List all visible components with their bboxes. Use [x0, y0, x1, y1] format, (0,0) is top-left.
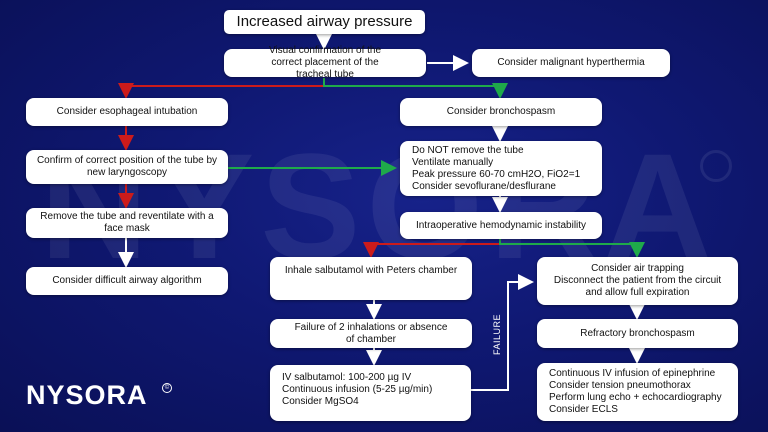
node-iv-salbutamol: IV salbutamol: 100-200 µg IV Continuous … — [270, 365, 471, 421]
epi-line-3: Perform lung echo + echocardiography — [549, 392, 722, 403]
node-bronchospasm: Consider bronchospasm — [400, 98, 602, 126]
node-inhale-salbutamol: Inhale salbutamol with Peters chamber — [270, 257, 472, 300]
arrow-iv-to-airtrapping — [471, 274, 534, 391]
arrow-instability-to-airtrapping — [499, 239, 645, 258]
node-epinephrine: Continuous IV infusion of epinephrine Co… — [537, 363, 738, 421]
air-trapping-line-2: Disconnect the patient from the circuit — [553, 275, 722, 286]
arrow-instability-to-inhale — [363, 239, 501, 258]
node-air-trapping: Consider air trapping Disconnect the pat… — [537, 257, 738, 305]
node-refractory-bronchospasm: Refractory bronchospasm — [537, 319, 738, 348]
node-esophageal-intubation: Consider esophageal intubation — [26, 98, 228, 126]
action-line-2: Ventilate manually — [412, 157, 494, 168]
action-line-4: Consider sevoflurane/desflurane — [412, 181, 556, 192]
node-remove-tube: Remove the tube and reventilate with a f… — [26, 208, 228, 238]
node-difficult-airway: Consider difficult airway algorithm — [26, 267, 228, 295]
node-failure-inhalations: Failure of 2 inhalations or absence of c… — [270, 319, 472, 348]
iv-line-3: Consider MgSO4 — [282, 396, 359, 407]
node-increased-airway-pressure: Increased airway pressure — [224, 10, 425, 34]
epi-line-2: Consider tension pneumothorax — [549, 380, 691, 391]
iv-line-2: Continuous infusion (5-25 µg/min) — [282, 384, 433, 395]
arrow-visual-to-bronchospasm — [323, 78, 508, 99]
node-hemodynamic-instability: Intraoperative hemodynamic instability — [400, 212, 602, 239]
epi-line-4: Consider ECLS — [549, 404, 618, 415]
node-visual-confirmation: Visual confirmation of the correct place… — [224, 45, 426, 80]
neutral-arrows — [118, 34, 645, 391]
nysora-logo: NYSORA — [26, 380, 148, 410]
yes-path-arrows — [228, 78, 645, 258]
action-line-1: Do NOT remove the tube — [412, 145, 524, 156]
node-bronchospasm-actions: Do NOT remove the tube Ventilate manuall… — [400, 141, 602, 196]
action-line-3: Peak pressure 60-70 cmH2O, FiO2=1 — [412, 169, 581, 180]
node-malignant-hyperthermia: Consider malignant hyperthermia — [472, 49, 670, 77]
air-trapping-line-3: and allow full expiration — [585, 287, 690, 298]
air-trapping-line-1: Consider air trapping — [591, 263, 684, 274]
epi-line-1: Continuous IV infusion of epinephrine — [549, 368, 716, 379]
failure-label: FAILURE — [492, 313, 502, 355]
logo-copyright-mark: © — [162, 383, 172, 393]
node-confirm-laryngoscopy: Confirm of correct position of the tube … — [26, 150, 228, 184]
iv-line-1: IV salbutamol: 100-200 µg IV — [282, 372, 412, 383]
